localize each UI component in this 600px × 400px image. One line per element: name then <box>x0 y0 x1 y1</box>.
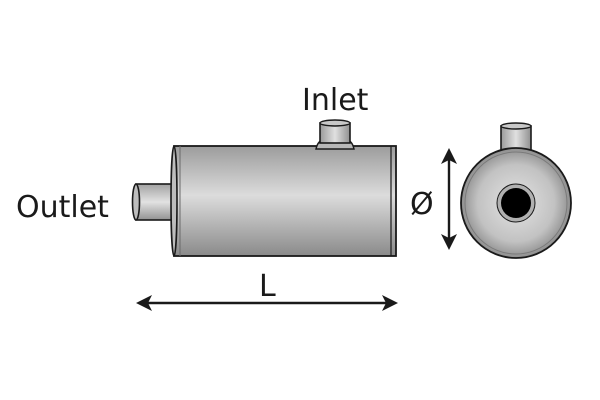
length-dimension-arrow <box>136 295 398 311</box>
outlet-hole <box>501 188 531 218</box>
diameter-dimension-arrow <box>441 148 457 250</box>
length-label: L <box>259 269 276 304</box>
diameter-label: Ø <box>410 187 434 222</box>
outlet-label: Outlet <box>16 190 109 225</box>
inlet-pipe <box>315 119 355 150</box>
end-view-disc <box>460 147 572 259</box>
inlet-label: Inlet <box>302 83 369 118</box>
muffler-body <box>170 145 397 257</box>
